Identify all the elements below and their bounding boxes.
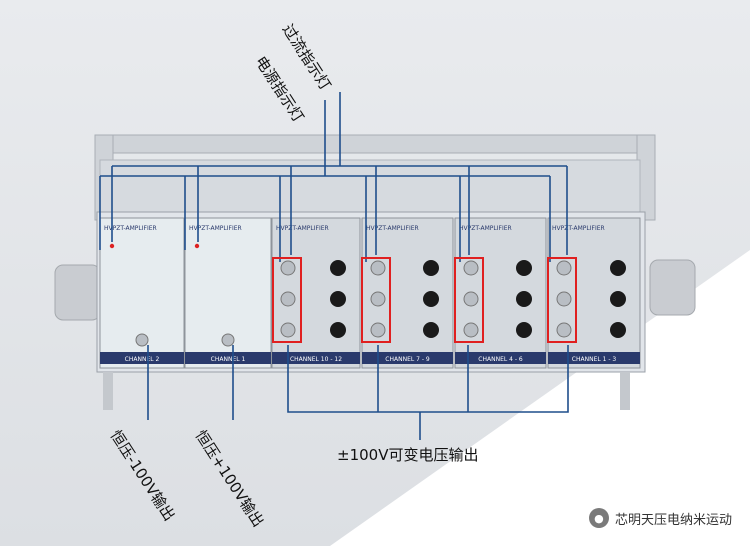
bnc-connector — [463, 291, 479, 307]
nameplate — [185, 352, 271, 364]
control-knob — [330, 260, 346, 276]
watermark: ● 芯明天压电纳米运动 — [588, 508, 732, 528]
bnc-connector — [463, 322, 479, 338]
nameplate — [455, 352, 546, 364]
wechat-icon: ● — [588, 508, 609, 528]
control-knob — [330, 291, 346, 307]
bnc-connector — [556, 260, 572, 276]
module-title: HVPZT-AMPLIFIER — [189, 225, 242, 232]
bnc-connector — [370, 260, 386, 276]
bnc-connector — [280, 260, 296, 276]
control-knob — [516, 322, 532, 338]
control-knob — [610, 322, 626, 338]
variable-output-label: ±100V可变电压输出 — [337, 446, 479, 464]
channel-label: CHANNEL 10 - 12 — [290, 356, 342, 363]
nameplate — [272, 352, 360, 364]
module-title: HVPZT-AMPLIFIER — [459, 225, 512, 232]
channel-label: CHANNEL 7 - 9 — [385, 356, 430, 363]
output-connector — [135, 333, 149, 347]
module-title: HVPZT-AMPLIFIER — [276, 225, 329, 232]
nameplate — [100, 352, 184, 364]
output-connector — [221, 333, 235, 347]
channel-label: CHANNEL 2 — [125, 356, 160, 363]
control-knob — [423, 322, 439, 338]
bnc-connector — [280, 322, 296, 338]
channel-label: CHANNEL 4 - 6 — [478, 356, 523, 363]
control-knob — [423, 260, 439, 276]
channel-label: CHANNEL 1 - 3 — [572, 356, 617, 363]
led-indicator — [109, 243, 115, 249]
channel-label: CHANNEL 1 — [211, 356, 246, 363]
module-title: HVPZT-AMPLIFIER — [104, 225, 157, 232]
bnc-connector — [370, 322, 386, 338]
watermark-text: 芯明天压电纳米运动 — [614, 512, 732, 528]
bnc-connector — [556, 322, 572, 338]
nameplate — [548, 352, 640, 364]
bnc-connector — [280, 291, 296, 307]
module-title: HVPZT-AMPLIFIER — [366, 225, 419, 232]
control-knob — [610, 291, 626, 307]
control-knob — [516, 291, 532, 307]
control-knob — [423, 291, 439, 307]
bnc-connector — [463, 260, 479, 276]
control-knob — [610, 260, 626, 276]
module-title: HVPZT-AMPLIFIER — [552, 225, 605, 232]
bnc-connector — [370, 291, 386, 307]
control-knob — [330, 322, 346, 338]
control-knob — [516, 260, 532, 276]
led-indicator — [194, 243, 200, 249]
bnc-connector — [556, 291, 572, 307]
nameplate — [362, 352, 453, 364]
